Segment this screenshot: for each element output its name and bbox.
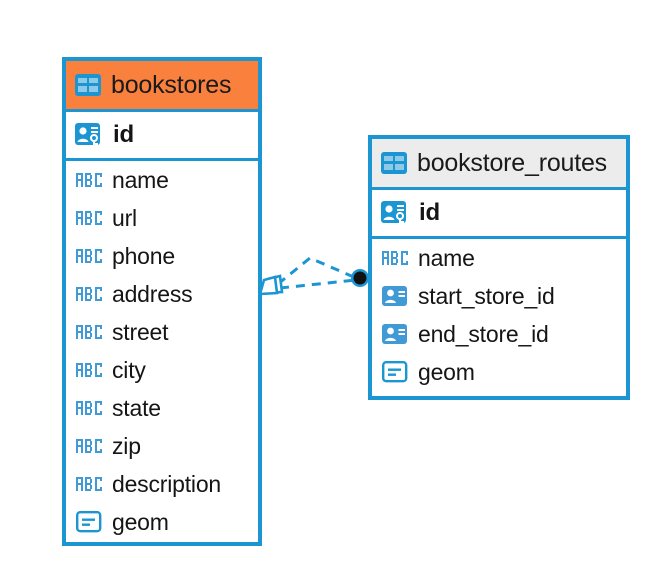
field-label: description <box>112 470 222 497</box>
abc-text-icon <box>76 357 102 383</box>
table-header-bookstores[interactable]: bookstores <box>66 61 258 112</box>
primary-key-icon <box>75 121 103 149</box>
field-row-start-store-id[interactable]: start_store_id <box>372 277 626 315</box>
field-row-id[interactable]: id <box>66 112 258 161</box>
field-row-state[interactable]: state <box>66 389 258 427</box>
er-table-bookstores[interactable]: bookstores id <box>62 57 262 546</box>
table-title: bookstores <box>111 70 232 99</box>
abc-text-icon <box>76 471 102 497</box>
field-label: city <box>112 356 146 383</box>
table-grid-icon <box>381 150 407 176</box>
field-label: end_store_id <box>418 320 549 347</box>
polygon-shape-marker <box>258 274 284 296</box>
field-label: url <box>112 204 137 231</box>
filled-circle-marker <box>351 269 369 287</box>
field-row-name[interactable]: name <box>372 239 626 277</box>
field-label: street <box>112 318 169 345</box>
field-row-phone[interactable]: phone <box>66 237 258 275</box>
table-title: bookstore_routes <box>417 148 607 177</box>
field-row-id[interactable]: id <box>372 190 626 239</box>
field-label-id: id <box>113 121 134 148</box>
er-table-bookstore-routes[interactable]: bookstore_routes id <box>368 135 630 400</box>
field-row-description[interactable]: description <box>66 465 258 503</box>
field-row-street[interactable]: street <box>66 313 258 351</box>
foreign-key-icon <box>382 321 408 347</box>
field-row-end-store-id[interactable]: end_store_id <box>372 315 626 353</box>
table-header-bookstore-routes[interactable]: bookstore_routes <box>372 139 626 190</box>
field-row-name[interactable]: name <box>66 161 258 199</box>
field-row-zip[interactable]: zip <box>66 427 258 465</box>
relationship-line-lower <box>279 278 357 290</box>
abc-text-icon <box>76 319 102 345</box>
primary-key-icon <box>381 199 409 227</box>
field-label: state <box>112 394 161 421</box>
geometry-icon <box>382 359 408 385</box>
abc-text-icon <box>76 281 102 307</box>
field-label: zip <box>112 432 141 459</box>
field-label: start_store_id <box>418 282 555 309</box>
abc-text-icon <box>382 245 408 271</box>
abc-text-icon <box>76 395 102 421</box>
field-label: geom <box>418 358 475 385</box>
foreign-key-icon <box>382 283 408 309</box>
field-row-address[interactable]: address <box>66 275 258 313</box>
field-row-city[interactable]: city <box>66 351 258 389</box>
relationship-line-upper <box>277 256 357 286</box>
abc-text-icon <box>76 243 102 269</box>
table-grid-icon <box>75 72 101 98</box>
abc-text-icon <box>76 433 102 459</box>
field-row-url[interactable]: url <box>66 199 258 237</box>
geometry-icon <box>76 509 102 535</box>
field-label: name <box>418 244 475 271</box>
field-label: address <box>112 280 193 307</box>
field-row-geom[interactable]: geom <box>66 503 258 541</box>
field-label: phone <box>112 242 175 269</box>
field-label: geom <box>112 508 169 535</box>
abc-text-icon <box>76 205 102 231</box>
field-label: name <box>112 166 169 193</box>
field-row-geom[interactable]: geom <box>372 353 626 391</box>
abc-text-icon <box>76 167 102 193</box>
field-label-id: id <box>419 199 440 226</box>
relationship-connector[interactable] <box>258 244 376 306</box>
